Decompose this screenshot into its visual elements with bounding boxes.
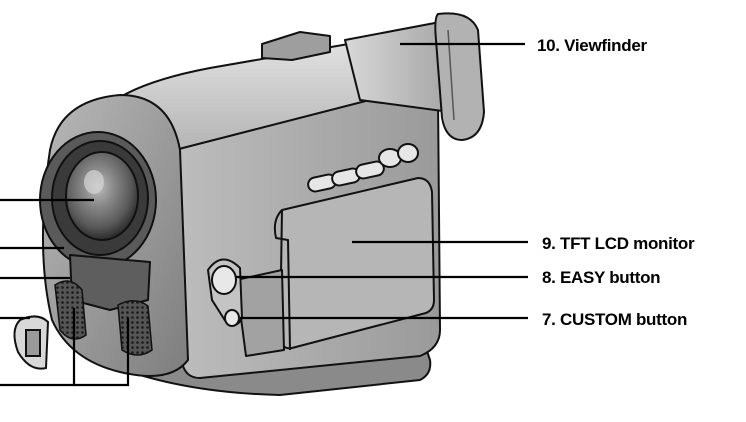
viewfinder-mount bbox=[261, 31, 331, 61]
label-tft-lcd-monitor: 9. TFT LCD monitor bbox=[542, 234, 695, 253]
mic-grille-right bbox=[117, 300, 153, 356]
label-viewfinder: 10. Viewfinder bbox=[537, 36, 647, 55]
mic-grille-left bbox=[54, 280, 87, 340]
easy-button bbox=[211, 265, 237, 295]
viewfinder-eyecup bbox=[434, 12, 485, 141]
microphone-grilles bbox=[54, 280, 153, 356]
label-easy-button: 8. EASY button bbox=[542, 268, 661, 287]
lcd-monitor bbox=[235, 177, 435, 357]
lens-glass bbox=[65, 151, 139, 241]
hand-strap bbox=[13, 315, 50, 370]
custom-button bbox=[224, 309, 240, 327]
control-buttons bbox=[307, 143, 419, 193]
lcd-door-edge bbox=[273, 209, 291, 351]
lcd-hinge-panel bbox=[235, 269, 285, 357]
control-button-5 bbox=[397, 143, 419, 163]
control-button-3 bbox=[355, 160, 385, 180]
left-leader-lines bbox=[0, 198, 130, 387]
right-leader-lines bbox=[236, 42, 528, 320]
lens bbox=[39, 131, 157, 269]
label-custom-button: 7. CUSTOM button bbox=[542, 310, 688, 329]
